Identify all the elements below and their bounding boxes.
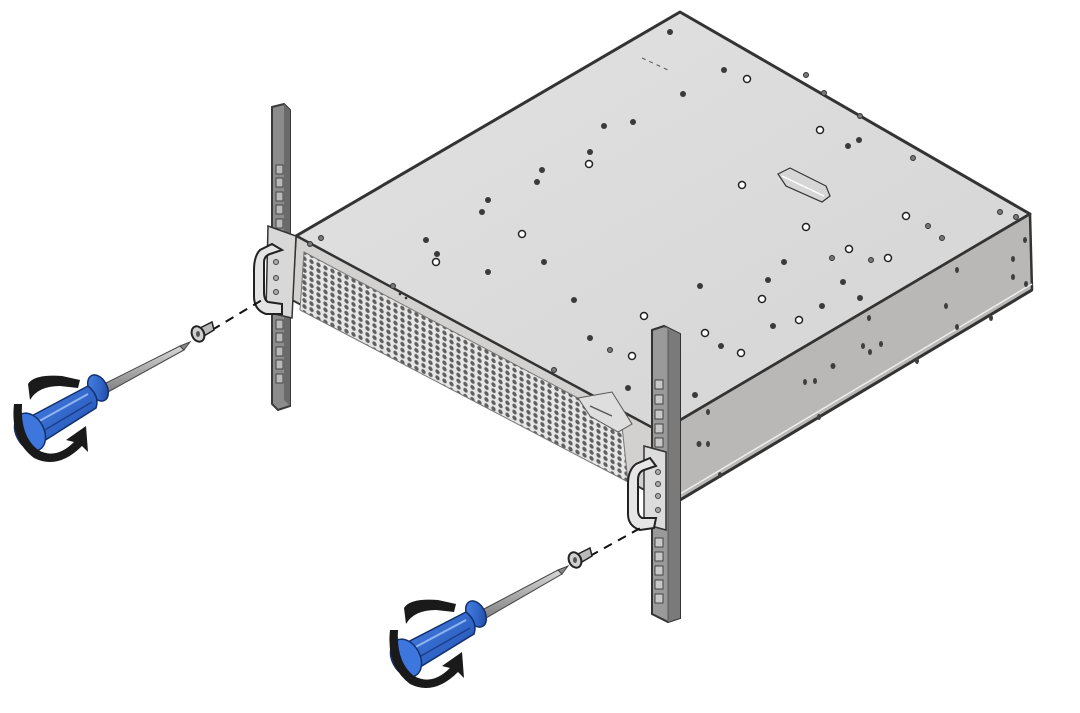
front-vent-mesh	[299, 251, 629, 483]
screwdriver-left	[13, 340, 192, 462]
rotation-arrow-icon	[28, 375, 80, 400]
mounting-screw-right	[567, 546, 593, 569]
top-panel-screws	[423, 29, 863, 398]
mounting-screw-left	[190, 320, 215, 343]
rail-square-holes-left	[275, 164, 284, 384]
alignment-line-left	[211, 299, 263, 331]
top-cover-slot	[777, 167, 831, 203]
rotation-arrow-icon	[404, 599, 456, 624]
side-panel-screws	[696, 237, 1028, 478]
top-panel-holes	[431, 74, 911, 361]
screwdriver-right	[389, 564, 570, 688]
chassis-handle-right	[627, 445, 667, 532]
server-chassis	[291, 10, 1034, 502]
rail-square-holes-right	[654, 379, 664, 604]
alignment-line-right	[589, 525, 645, 557]
chassis-handle-left	[253, 224, 297, 319]
